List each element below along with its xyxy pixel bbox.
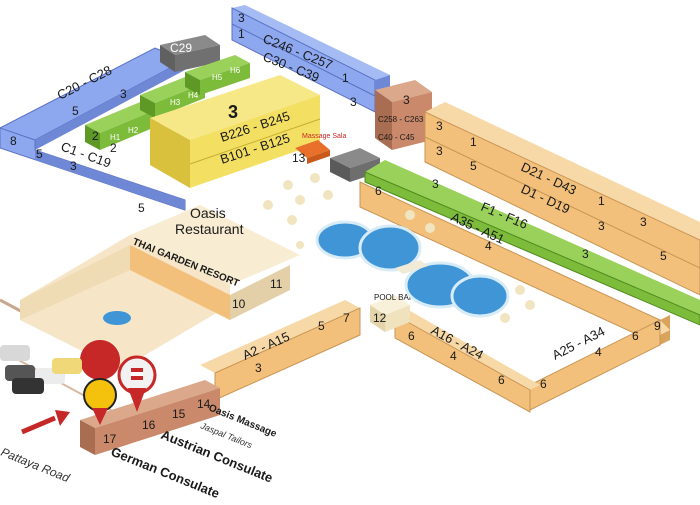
building-c40-c263[interactable] [375,80,432,150]
label-h3: H3 [170,98,181,107]
floor-number: 13 [292,151,306,165]
label-c258-c263: C258 - C263 [378,115,424,124]
building-a16-a24[interactable] [394,308,540,413]
floor-number: 3 [582,247,589,261]
label-h1: H1 [110,133,121,142]
entrance-arrow-icon [21,410,70,435]
floor-number: 6 [498,373,505,387]
label-h2: H2 [128,126,139,135]
floor-number: 3 [432,177,439,191]
floor-number: 5 [36,147,43,161]
parked-cars [0,345,82,394]
small-pool [103,311,131,325]
floor-number: 3 [120,87,127,101]
pool-bar[interactable] [370,295,410,332]
label-h5: H5 [212,73,223,82]
building-a25-a51[interactable] [359,181,670,411]
floor-number: 15 [172,407,186,421]
floor-number: 2 [92,129,99,143]
floor-number: 6 [408,329,415,343]
oasis-restaurant-building[interactable] [20,205,300,370]
floor-number: 2 [110,141,117,155]
service-building[interactable] [330,148,380,182]
pool-umbrellas [263,173,535,323]
floor-number: 5 [138,201,145,215]
building-b101-b245[interactable] [150,75,321,188]
floor-number: 14 [197,397,211,411]
floor-number: 17 [103,432,117,446]
floor-number: 5 [470,159,477,173]
floor-number: 3 [238,11,245,25]
label-massage-sala: Massage Sala [302,133,346,140]
floor-number: 1 [598,194,605,208]
building-c29[interactable] [160,35,220,72]
floor-number: 5 [72,104,79,118]
floor-number-large: 3 [228,102,238,122]
label-c40-c45: C40 - C45 [378,133,415,142]
building-h-blocks[interactable] [85,55,250,150]
massage-sala[interactable] [295,140,330,164]
floor-number: 1 [238,27,245,41]
floor-number: 1 [470,135,477,149]
building-d1-d43[interactable] [424,102,700,296]
swimming-pool[interactable] [315,220,510,318]
german-consulate-pin[interactable] [80,340,121,425]
floor-number: 8 [10,134,17,148]
floor-number: 6 [632,329,639,343]
floor-number: 3 [640,215,647,229]
building-f1-f16[interactable] [364,160,700,326]
floor-number: 11 [270,277,283,291]
label-oasis-line2: Restaurant [175,221,244,237]
floor-number: 4 [595,345,602,359]
floor-number: 4 [485,239,492,253]
shops-row[interactable] [80,380,220,455]
building-c1-c28[interactable] [0,47,187,211]
label-pool-bar: POOL BAR [374,293,415,302]
floor-number: 7 [343,311,350,325]
floor-number: 5 [660,249,667,263]
floor-number: 1 [342,71,349,85]
floor-number: 3 [403,93,410,107]
floor-number: 3 [598,219,605,233]
floor-number: 4 [450,349,457,363]
label-h4: H4 [188,91,199,100]
floor-number: 10 [232,297,246,311]
floor-number: 3 [255,361,262,375]
floor-number: 3 [436,144,443,158]
floor-number: 6 [375,184,382,198]
austrian-consulate-pin[interactable] [117,355,157,412]
label-c29: C29 [170,41,192,55]
floor-number: 3 [70,159,77,173]
floor-number: 5 [318,319,325,333]
floor-number: 3 [350,95,357,109]
label-oasis-line1: Oasis [190,205,226,221]
floor-number: 6 [540,377,547,391]
floor-number: 3 [436,119,443,133]
label-h6: H6 [230,66,241,75]
floor-number: 12 [373,311,387,325]
floor-number: 16 [142,418,156,432]
floor-number: 9 [654,319,661,333]
